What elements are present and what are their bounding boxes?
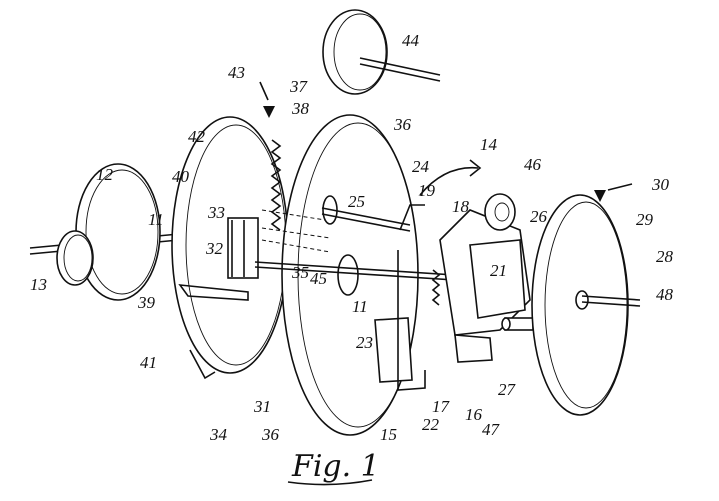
label-42: 42 (188, 127, 206, 146)
label-11: 11 (352, 297, 368, 316)
label-34: 34 (209, 425, 228, 444)
marker-arrows (259, 81, 633, 202)
label-41: 41 (140, 353, 157, 372)
label-13: 13 (30, 275, 47, 294)
label-23: 23 (356, 333, 373, 352)
label-36: 36 (393, 115, 412, 134)
label-15: 15 (380, 425, 397, 444)
label-26: 26 (530, 207, 548, 226)
label-16: 16 (465, 405, 483, 424)
label-32: 32 (205, 239, 224, 258)
reference-labels: 11 11 12 13 14 15 16 17 18 19 21 22 23 2… (30, 31, 674, 444)
label-38: 38 (291, 99, 310, 118)
label-29: 29 (636, 210, 654, 229)
shaft-25 (261, 207, 411, 253)
label-37: 37 (289, 77, 309, 96)
label-11: 11 (148, 210, 164, 229)
label-19: 19 (418, 181, 436, 200)
label-12: 12 (96, 165, 114, 184)
label-47: 47 (482, 420, 501, 439)
spring-37 (270, 139, 282, 231)
mechanism-14 (419, 159, 531, 363)
label-39: 39 (137, 293, 156, 312)
label-46: 46 (524, 155, 542, 174)
label-18: 18 (452, 197, 470, 216)
label-17: 17 (432, 397, 451, 416)
label-43: 43 (228, 63, 245, 82)
label-33: 33 (207, 203, 225, 222)
caption-underline (287, 479, 373, 486)
label-30: 30 (651, 175, 670, 194)
gear-44 (322, 9, 441, 95)
frame-15 (374, 204, 426, 391)
label-14: 14 (480, 135, 498, 154)
label-28: 28 (656, 247, 674, 266)
label-44: 44 (402, 31, 420, 50)
label-25: 25 (348, 192, 365, 211)
label-40: 40 (172, 167, 190, 186)
label-45: 45 (310, 269, 327, 288)
pin-27 (501, 317, 534, 331)
label-27: 27 (498, 380, 517, 399)
label-48: 48 (656, 285, 674, 304)
label-35: 35 (291, 263, 309, 282)
label-21: 21 (490, 261, 507, 280)
label-36: 36 (261, 425, 280, 444)
label-31: 31 (253, 397, 271, 416)
disc-28 (531, 194, 641, 416)
label-24: 24 (412, 157, 430, 176)
label-22: 22 (422, 415, 440, 434)
disc-40 (171, 116, 289, 380)
figure-caption: Fig. 1 (291, 449, 380, 484)
